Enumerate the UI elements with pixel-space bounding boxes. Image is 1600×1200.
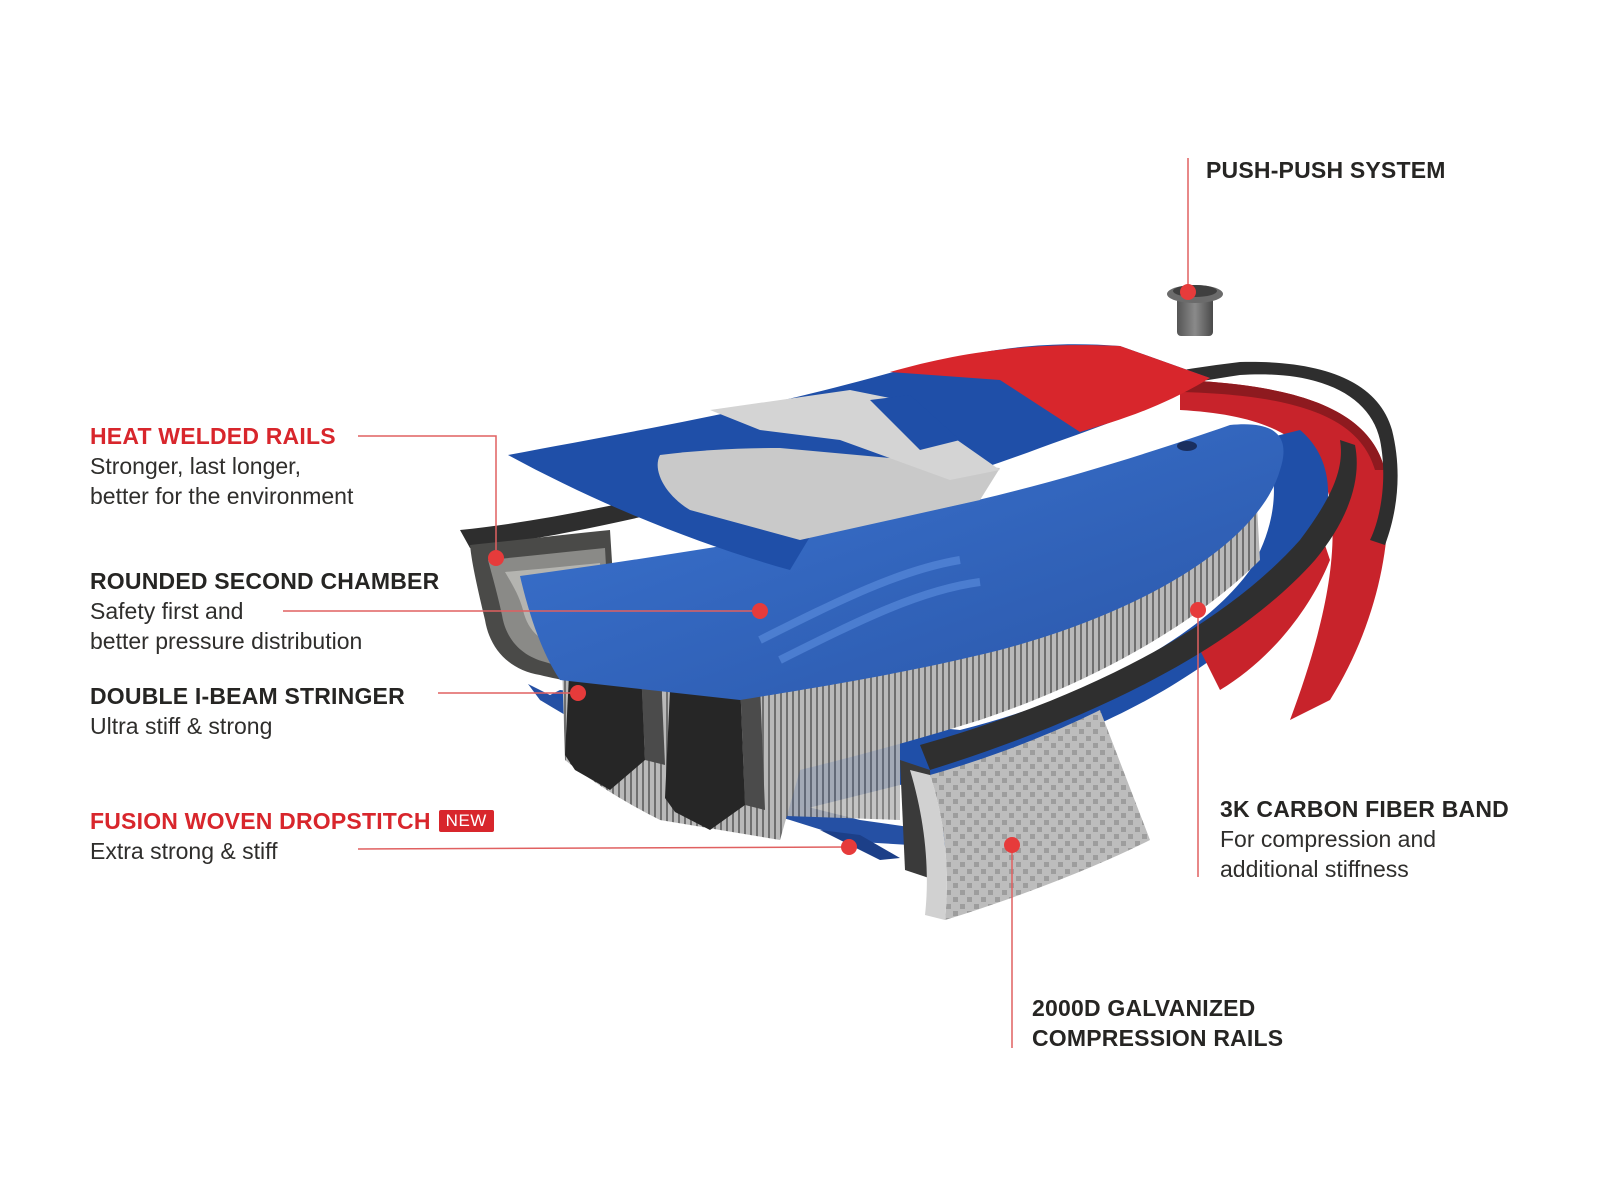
marker-galvanized	[1004, 837, 1020, 853]
marker-heat-welded-rails	[488, 550, 504, 566]
leader-fusion-dropstitch	[357, 846, 850, 850]
bottom-plate	[528, 684, 1000, 860]
callout-push-push-system: PUSH-PUSH SYSTEM	[1206, 155, 1446, 185]
callout-desc: Safety first and	[90, 598, 244, 624]
outer-shell-red	[1180, 380, 1388, 720]
callout-rounded-second-chamber: ROUNDED SECOND CHAMBER Safety first and …	[90, 566, 439, 656]
marker-rounded-second-chamber	[752, 603, 768, 619]
callout-title: FUSION WOVEN DROPSTITCH NEW	[90, 806, 494, 836]
callout-desc: Stronger, last longer,	[90, 453, 301, 479]
callout-title: COMPRESSION RAILS	[1032, 1025, 1284, 1051]
callout-carbon-fiber-band: 3K CARBON FIBER BAND For compression and…	[1220, 794, 1509, 884]
callout-desc: better for the environment	[90, 483, 354, 509]
callout-title: PUSH-PUSH SYSTEM	[1206, 157, 1446, 183]
callout-desc: additional stiffness	[1220, 856, 1409, 882]
second-chamber-sheet	[520, 424, 1284, 700]
galvanized-compression-rail	[910, 710, 1150, 920]
callout-galvanized-compression-rails: 2000D GALVANIZED COMPRESSION RAILS	[1032, 993, 1283, 1053]
callout-title-text: FUSION WOVEN DROPSTITCH	[90, 808, 431, 834]
callout-double-i-beam-stringer: DOUBLE I-BEAM STRINGER Ultra stiff & str…	[90, 681, 405, 741]
callout-desc: Ultra stiff & strong	[90, 713, 273, 739]
top-deck-sheet	[508, 344, 1210, 570]
callout-fusion-woven-dropstitch: FUSION WOVEN DROPSTITCH NEW Extra strong …	[90, 806, 494, 866]
marker-double-i-beam	[570, 685, 586, 701]
callout-title: ROUNDED SECOND CHAMBER	[90, 568, 440, 594]
marker-fusion-dropstitch	[841, 839, 857, 855]
marker-carbon-band	[1190, 602, 1206, 618]
i-beam-stringers	[565, 645, 765, 830]
new-badge: NEW	[438, 810, 494, 832]
marker-push-push	[1180, 284, 1196, 300]
callout-desc: For compression and	[1220, 826, 1437, 852]
leader-lines	[283, 158, 1199, 1048]
callout-desc: better pressure distribution	[90, 628, 363, 654]
leader-heat-welded-rails	[358, 435, 497, 558]
callout-markers	[488, 284, 1206, 855]
callout-title: DOUBLE I-BEAM STRINGER	[90, 683, 405, 709]
callout-title: 2000D GALVANIZED	[1032, 995, 1256, 1021]
callout-title: HEAT WELDED RAILS	[90, 423, 336, 449]
callout-title: 3K CARBON FIBER BAND	[1220, 796, 1509, 822]
callout-desc: Extra strong & stiff	[90, 838, 278, 864]
callout-heat-welded-rails: HEAT WELDED RAILS Stronger, last longer,…	[90, 421, 353, 511]
